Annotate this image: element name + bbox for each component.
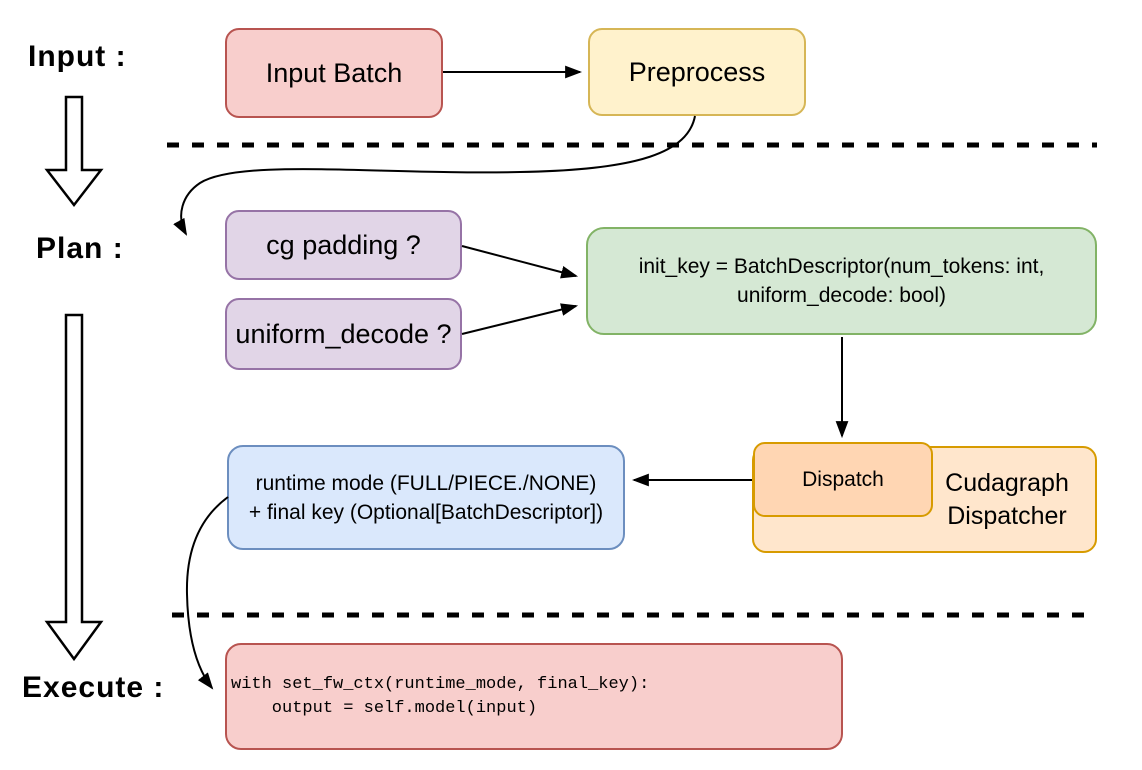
node-dispatch: Dispatch <box>753 442 933 517</box>
node-runtime-mode-line2: + final key (Optional[BatchDescriptor]) <box>248 500 604 524</box>
node-preprocess: Preprocess <box>588 28 806 116</box>
node-input-batch-label: Input Batch <box>265 57 403 88</box>
node-input-batch: Input Batch <box>225 28 443 118</box>
node-dispatch-label: Dispatch <box>802 467 884 491</box>
node-cudagraph-dispatcher-line1: Cudagraph <box>945 468 1069 497</box>
plan-to-execute-block-arrow-icon <box>44 313 104 662</box>
node-init-key: init_key = BatchDescriptor(num_tokens: i… <box>586 227 1097 335</box>
node-init-key-line1: init_key = BatchDescriptor(num_tokens: i… <box>638 255 1045 278</box>
node-cg-padding: cg padding ? <box>225 210 462 280</box>
input-to-plan-block-arrow-icon <box>44 95 104 208</box>
node-execute-code-line2: output = self.model(input) <box>231 698 538 718</box>
stage-label-execute: Execute : <box>22 671 165 704</box>
stage-label-input: Input : <box>28 40 127 73</box>
arrow-cg-padding-to-init-key <box>461 245 579 279</box>
node-uniform-decode-label: uniform_decode ? <box>235 318 452 349</box>
node-uniform-decode: uniform_decode ? <box>225 298 462 370</box>
node-execute-code: with set_fw_ctx(runtime_mode, final_key)… <box>225 643 843 750</box>
node-runtime-mode: runtime mode (FULL/PIECE./NONE) + final … <box>227 445 625 550</box>
node-preprocess-label: Preprocess <box>628 56 766 87</box>
stage-label-plan: Plan : <box>36 232 124 265</box>
node-runtime-mode-line1: runtime mode (FULL/PIECE./NONE) <box>255 471 597 495</box>
arrow-uniform-decode-to-init-key <box>461 303 579 335</box>
node-init-key-line2: uniform_decode: bool) <box>737 284 946 307</box>
node-cudagraph-dispatcher-line2: Dispatcher <box>947 501 1067 530</box>
arrow-runtime-mode-to-execute-code <box>185 496 229 690</box>
node-execute-code-line1: with set_fw_ctx(runtime_mode, final_key)… <box>231 674 650 694</box>
node-cg-padding-label: cg padding ? <box>266 229 421 260</box>
node-cudagraph-dispatcher-label: Cudagraph Dispatcher <box>923 467 1091 533</box>
